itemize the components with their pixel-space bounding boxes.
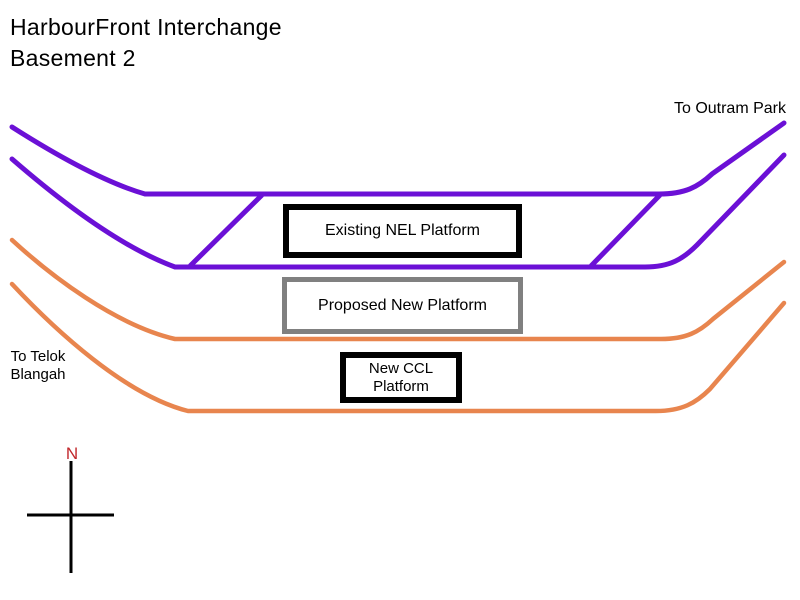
title-line-1: HarbourFront Interchange: [10, 14, 282, 40]
new-ccl-platform-box: New CCL Platform: [340, 352, 462, 403]
existing-nel-platform-box: Existing NEL Platform: [283, 204, 522, 258]
label-to-telok-blangah: To Telok Blangah: [2, 348, 74, 384]
nel-track-upper: [9, 120, 787, 197]
compass-north-label: N: [66, 444, 78, 463]
new-ccl-platform-label: New CCL Platform: [368, 359, 434, 395]
title-line-2: Basement 2: [10, 45, 136, 71]
ccl-track-lower: [9, 281, 787, 414]
proposed-new-platform-box: Proposed New Platform: [282, 277, 523, 334]
nel-crossover-left: [188, 193, 264, 268]
label-to-outram-park: To Outram Park: [673, 100, 786, 117]
compass: N: [27, 444, 114, 573]
label-to-telok-line-1: To Telok: [10, 348, 66, 365]
page-title: HarbourFront Interchange Basement 2: [10, 12, 282, 74]
ccl-track-upper: [9, 237, 787, 342]
nel-track-lower: [9, 152, 787, 270]
proposed-new-platform-label: Proposed New Platform: [318, 296, 487, 314]
nel-crossover-right: [589, 193, 662, 268]
existing-nel-platform-label: Existing NEL Platform: [324, 222, 480, 239]
label-to-telok-line-2: Blangah: [10, 366, 66, 383]
